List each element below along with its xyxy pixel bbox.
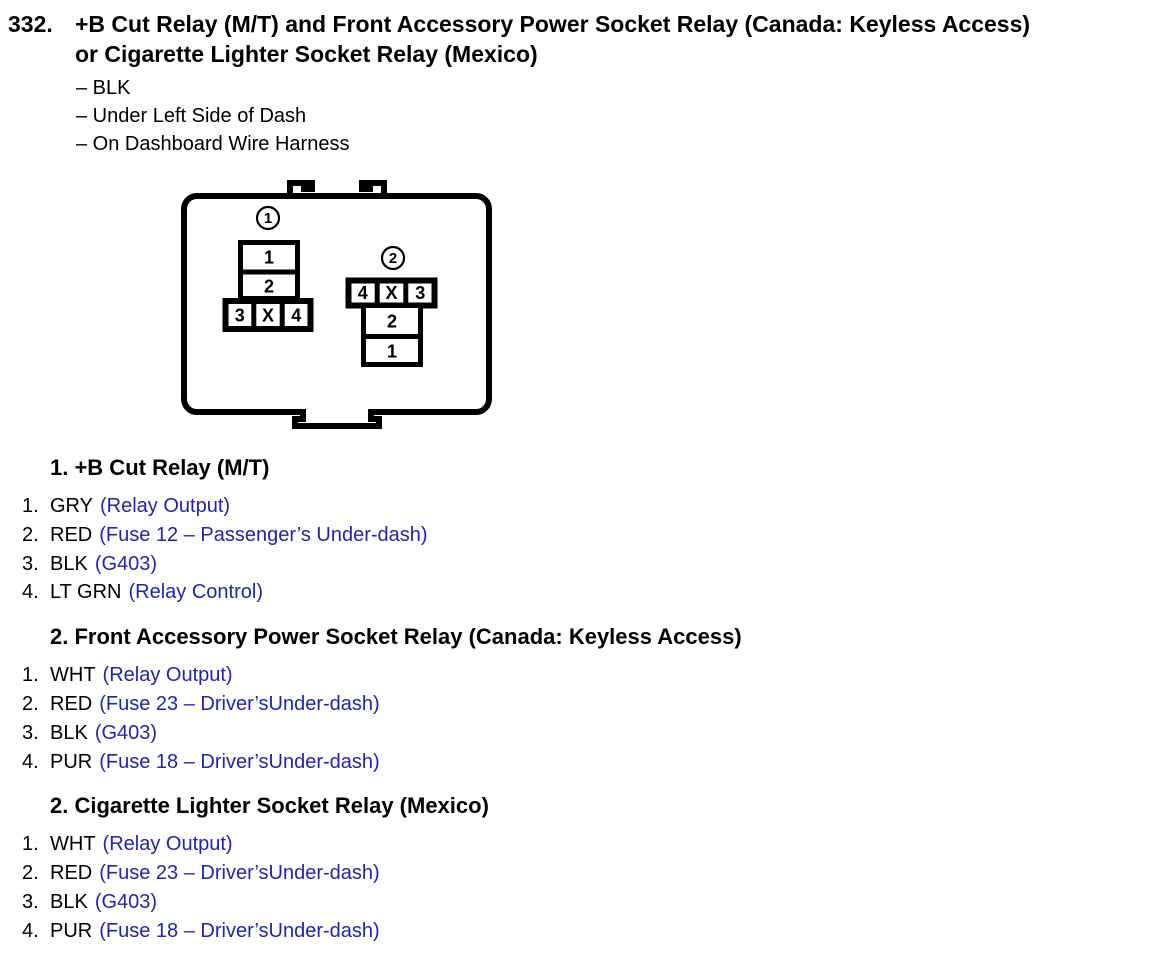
pin-row: 3. BLK (G403) xyxy=(0,550,1174,579)
pin-wire-color: BLK xyxy=(50,552,88,575)
pin-list: 1. WHT (Relay Output) 2. RED (Fuse 23 – … xyxy=(0,661,1174,776)
pin-number: 3. xyxy=(22,890,39,913)
pin-number: 3. xyxy=(22,721,39,744)
pin-number: 4. xyxy=(22,750,39,773)
note-location: – Under Left Side of Dash xyxy=(76,105,307,127)
connector-1-pin: 3 xyxy=(235,306,245,326)
pin-number: 2. xyxy=(22,862,39,885)
pin-row: 3. BLK (G403) xyxy=(0,719,1174,748)
title-text: +B Cut Relay (M/T) and Front Accessory P… xyxy=(75,9,1030,69)
section-heading-cigarette-lighter-relay: 2. Cigarette Lighter Socket Relay (Mexic… xyxy=(50,793,489,819)
connector-2-callout-circle xyxy=(380,245,406,271)
pin-list: 1. GRY (Relay Output) 2. RED (Fuse 12 – … xyxy=(0,492,1174,607)
connector-2-pin: 2 xyxy=(387,312,397,332)
pin-wire-color: BLK xyxy=(50,721,88,744)
connector-1-callout-circle xyxy=(255,205,281,231)
page-title: 332. +B Cut Relay (M/T) and Front Access… xyxy=(8,9,1174,69)
connector-2-row-dividers xyxy=(374,280,409,306)
pin-wire-color: GRY xyxy=(50,495,93,517)
connector-1-pin: 2 xyxy=(264,277,274,297)
connector-2-pin: 1 xyxy=(387,342,397,362)
pin-wire-color: PUR xyxy=(50,750,93,773)
pin-row: 4. LT GRN (Relay Control) xyxy=(0,578,1174,607)
bracket-outline xyxy=(181,193,492,429)
pin-wire-color: RED xyxy=(50,862,93,885)
pin-wire-color: WHT xyxy=(50,664,96,687)
title-line-2: or Cigarette Lighter Socket Relay (Mexic… xyxy=(75,41,538,67)
pin-row: 3. BLK (G403) xyxy=(0,888,1174,917)
pin-row: 2. RED (Fuse 12 – Passenger’s Under-dash… xyxy=(0,521,1174,550)
pin-reference-link[interactable]: (Relay Output) xyxy=(102,664,233,687)
note-harness: – On Dashboard Wire Harness xyxy=(76,133,350,155)
mount-hook-top-left xyxy=(287,180,315,194)
pin-number: 2. xyxy=(22,692,39,715)
pin-row: 2. RED (Fuse 23 – Driver’sUnder-dash) xyxy=(0,690,1174,719)
pin-wire-color: WHT xyxy=(50,833,96,856)
pin-list: 1. WHT (Relay Output) 2. RED (Fuse 23 – … xyxy=(0,830,1174,945)
pin-reference-link[interactable]: (Fuse 18 – Driver’sUnder-dash) xyxy=(99,919,380,942)
section-heading-b-cut-relay: 1. +B Cut Relay (M/T) xyxy=(50,455,270,480)
pin-row: 2. RED (Fuse 23 – Driver’sUnder-dash) xyxy=(0,859,1174,888)
pin-number: 1. xyxy=(22,664,39,687)
pin-row: 4. PUR (Fuse 18 – Driver’sUnder-dash) xyxy=(0,917,1174,946)
pin-number: 4. xyxy=(22,919,39,942)
pin-reference-link[interactable]: (Relay Output) xyxy=(102,833,233,856)
connector-2-diagram: 2 4 X 3 2 1 xyxy=(345,245,438,367)
pin-row: 1. WHT (Relay Output) xyxy=(0,830,1174,859)
mount-hook-top-right xyxy=(359,180,387,194)
connector-2-pin: X xyxy=(385,283,397,303)
connector-1-callout-label: 1 xyxy=(264,210,272,227)
pin-reference-link[interactable]: (Fuse 23 – Driver’sUnder-dash) xyxy=(99,692,380,715)
pin-row: 1. GRY (Relay Output) xyxy=(0,492,1174,521)
relay-bracket-diagram: 1 1 2 3 X 4 2 4 X 3 2 1 xyxy=(0,168,1174,440)
pin-wire-color: BLK xyxy=(50,890,88,913)
note-wire-color: – BLK xyxy=(76,77,131,99)
location-notes: – BLK – Under Left Side of Dash – On Das… xyxy=(76,74,1174,158)
pin-number: 1. xyxy=(22,495,39,517)
pin-reference-link[interactable]: (Fuse 12 – Passenger’s Under-dash) xyxy=(99,523,428,546)
pin-wire-color: RED xyxy=(50,523,93,546)
connector-1-pin: 4 xyxy=(291,306,301,326)
pin-wire-color: PUR xyxy=(50,919,93,942)
connector-2-pin: 4 xyxy=(358,283,368,303)
connector-1-diagram: 1 1 2 3 X 4 xyxy=(222,205,314,332)
pin-number: 2. xyxy=(22,523,39,546)
pin-reference-link[interactable]: (Relay Output) xyxy=(99,495,231,517)
pin-wire-color: LT GRN xyxy=(50,581,122,604)
pin-reference-link[interactable]: (Fuse 18 – Driver’sUnder-dash) xyxy=(99,750,380,773)
connector-2-pin: 3 xyxy=(415,283,425,303)
pin-wire-color: RED xyxy=(50,692,93,715)
title-line-1: +B Cut Relay (M/T) and Front Accessory P… xyxy=(75,11,1031,37)
pin-row: 4. PUR (Fuse 18 – Driver’sUnder-dash) xyxy=(0,748,1174,777)
pin-reference-link[interactable]: (G403) xyxy=(94,721,158,744)
pin-row: 1. WHT (Relay Output) xyxy=(0,661,1174,690)
connector-1-pin: X xyxy=(262,306,274,326)
pin-reference-link[interactable]: (Relay Control) xyxy=(128,581,263,604)
item-number: 332. xyxy=(8,11,53,37)
pin-number: 4. xyxy=(22,581,39,604)
pin-number: 3. xyxy=(22,552,39,575)
pin-reference-link[interactable]: (Fuse 23 – Driver’sUnder-dash) xyxy=(99,862,380,885)
relay-bracket-svg: 1 1 2 3 X 4 2 4 X 3 2 1 xyxy=(181,180,492,429)
connector-1-row-dividers xyxy=(251,301,285,329)
pin-reference-link[interactable]: (G403) xyxy=(94,890,158,913)
connector-1-pin: 1 xyxy=(264,248,274,268)
connector-1-row-box xyxy=(222,298,314,332)
section-heading-front-accessory-relay: 2. Front Accessory Power Socket Relay (C… xyxy=(50,624,742,650)
pin-number: 1. xyxy=(22,833,39,856)
pin-reference-link[interactable]: (G403) xyxy=(94,552,158,575)
connector-2-callout-label: 2 xyxy=(389,250,397,267)
